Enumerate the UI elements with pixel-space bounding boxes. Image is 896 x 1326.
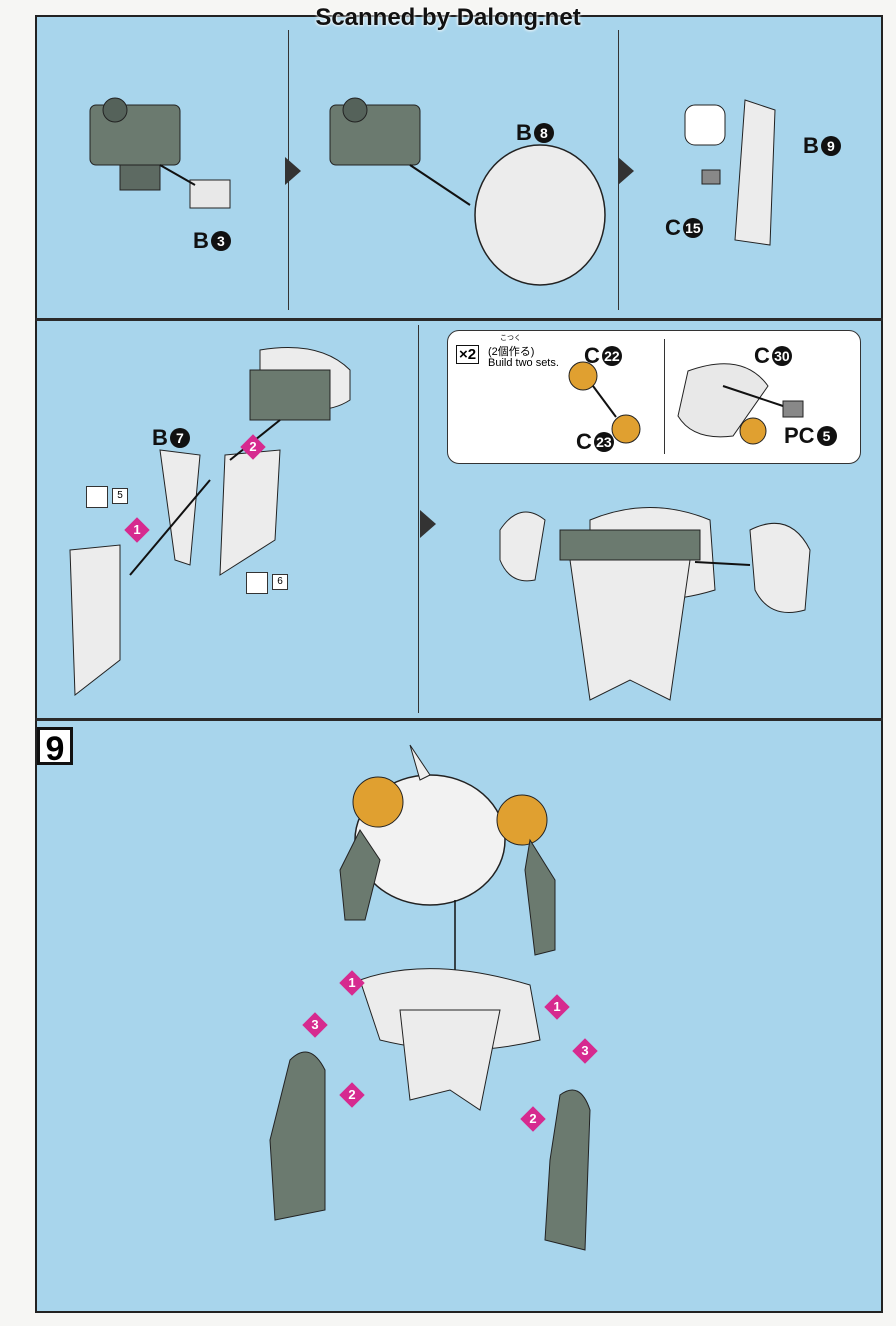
skirt-part [684,99,776,246]
divider [35,318,883,321]
step-marker: 1 [544,994,570,1020]
step-number: 9 [37,727,73,768]
step-marker: 3 [572,1038,598,1064]
sticker-icon [246,572,268,594]
next-arrow-icon [420,510,436,538]
shoulder-armor-part [677,363,804,445]
divider [418,325,419,713]
body-assembly-diagram [269,744,591,1251]
step-marker: 1 [339,970,365,996]
sticker-number: 5 [112,488,128,504]
sticker-number: 6 [272,574,288,590]
next-arrow-icon [285,157,301,185]
skirt-assembly-part [69,347,351,696]
next-arrow-icon [618,157,634,185]
en-instruction: Build two sets. [488,357,559,369]
torso-frame-part [89,97,231,209]
divider [35,718,883,721]
shoulder-ball-parts [568,361,641,444]
divider [664,339,665,454]
torso-skirt-assembly [499,507,811,701]
multiplier-badge: ×2 [456,345,480,364]
torso-with-chest-part [329,97,606,286]
step-marker: 1 [124,517,150,543]
step-marker: 2 [339,1082,365,1108]
step-marker: 3 [302,1012,328,1038]
ruby-text: こつく [500,335,521,342]
sticker-icon [86,486,108,508]
step-marker: 2 [240,434,266,460]
jp-instruction: (2個作る) [488,346,535,358]
step-marker: 2 [520,1106,546,1132]
watermark: Scanned by Dalong.net [315,4,581,31]
